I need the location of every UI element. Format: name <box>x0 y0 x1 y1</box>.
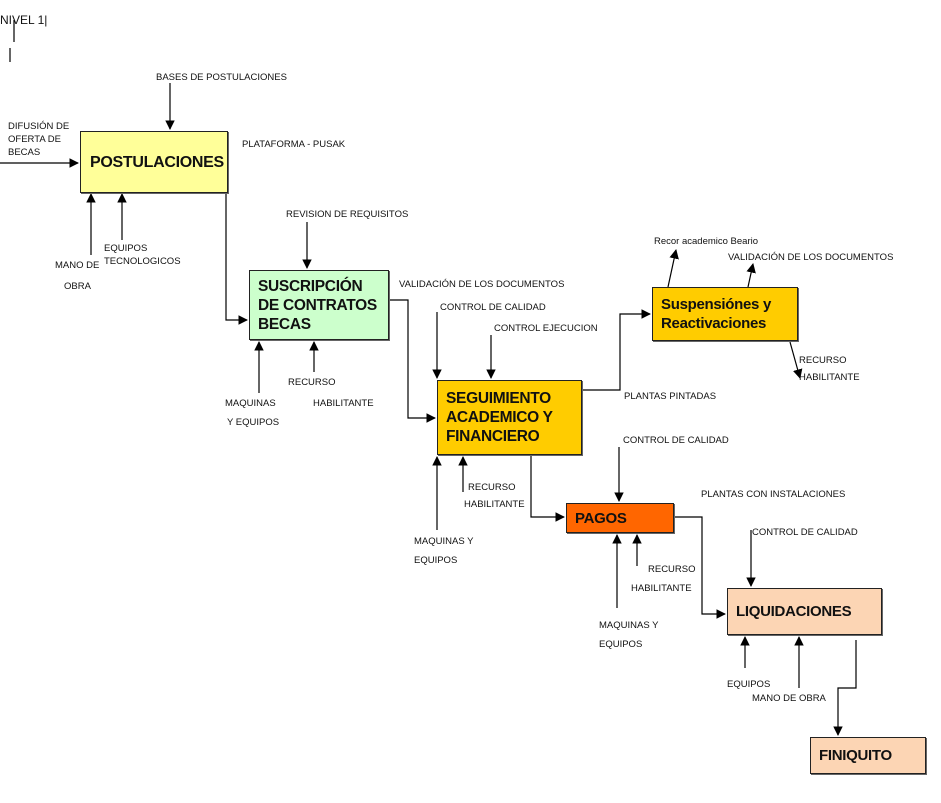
label-recurso-susp-2: HABILITANTE <box>799 372 860 383</box>
box-pagos: PAGOS <box>566 503 674 533</box>
box-seguimiento-line1: SEGUIMIENTO <box>446 390 551 407</box>
box-suspensiones: Suspensiónes y Reactivaciones <box>652 287 798 341</box>
label-plataforma: PLATAFORMA - PUSAK <box>242 139 346 150</box>
label-recurso1-1: RECURSO <box>288 377 336 388</box>
box-liquidaciones-label: LIQUIDACIONES <box>736 603 852 620</box>
label-equipos-tec-1: EQUIPOS <box>104 243 148 254</box>
label-control-calidad-3: CONTROL DE CALIDAD <box>752 527 858 538</box>
connectors <box>0 20 857 736</box>
connector-flow-seg-susp <box>582 309 651 391</box>
connector-arrow-recurso-susp <box>789 341 803 379</box>
label-recurso1-2: HABILITANTE <box>313 398 374 409</box>
connector-flow-susc-seg <box>389 299 436 423</box>
label-recurso3-2: HABILITANTE <box>631 583 692 594</box>
box-suspensiones-line1: Suspensiónes y <box>661 296 772 313</box>
label-maquinas1-1: MAQUINAS <box>225 398 276 409</box>
label-difusion-1: DIFUSIÓN DE <box>8 121 70 132</box>
label-control-calidad-1: CONTROL DE CALIDAD <box>440 302 546 313</box>
box-seguimiento-line2: ACADEMICO Y <box>446 409 553 426</box>
label-recurso2-2: HABILITANTE <box>464 499 525 510</box>
label-equipos-liq: EQUIPOS <box>727 679 771 690</box>
box-suscripcion-line2: DE CONTRATOS <box>258 296 377 314</box>
connector-flow-pagos-liq <box>674 516 726 619</box>
label-recor-academico: Recor academico Beario <box>654 236 759 247</box>
box-pagos-label: PAGOS <box>575 509 627 527</box>
box-finiquito: FINIQUITO <box>810 737 926 774</box>
label-maquinas2-2: EQUIPOS <box>414 555 458 566</box>
box-liquidaciones: LIQUIDACIONES <box>727 588 882 635</box>
connector-arrow-recor <box>667 249 679 288</box>
box-finiquito-label: FINIQUITO <box>819 747 892 764</box>
label-recurso3-1: RECURSO <box>648 564 696 575</box>
label-mano-obra-liq: MANO DE OBRA <box>752 693 826 704</box>
label-recurso2-1: RECURSO <box>468 482 516 493</box>
label-control-calidad-2: CONTROL DE CALIDAD <box>623 435 729 446</box>
label-maquinas1-2: Y EQUIPOS <box>227 417 280 428</box>
label-plantas-instalaciones: PLANTAS CON INSTALACIONES <box>701 489 846 500</box>
connector-flow-liq-fin <box>833 640 857 736</box>
label-maquinas3-1: MAQUINAS Y <box>599 620 659 631</box>
box-seguimiento: SEGUIMIENTO ACADEMICO Y FINANCIERO <box>437 380 582 455</box>
box-postulaciones-label: POSTULACIONES <box>90 153 224 171</box>
label-control-ejecucion: CONTROL EJECUCION <box>494 323 598 334</box>
box-suscripcion-line1: SUSCRIPCIÓN <box>258 277 363 295</box>
label-mano-de: MANO DE <box>55 260 100 271</box>
label-difusion-2: OFERTA DE <box>8 134 61 145</box>
box-postulaciones: POSTULACIONES <box>80 131 228 193</box>
box-suscripcion: SUSCRIPCIÓN DE CONTRATOS BECAS <box>249 270 389 340</box>
label-validacion-2: VALIDACIÓN DE LOS DOCUMENTOS <box>728 252 894 263</box>
label-maquinas3-2: EQUIPOS <box>599 639 643 650</box>
connector-flow-post-susc <box>225 193 248 325</box>
label-equipos-tec-2: TECNOLOGICOS <box>104 256 181 267</box>
label-recurso-susp-1: RECURSO <box>799 355 847 366</box>
box-suspensiones-line2: Reactivaciones <box>661 315 767 332</box>
label-revision: REVISION DE REQUISITOS <box>286 209 409 220</box>
label-validacion-1: VALIDACIÓN DE LOS DOCUMENTOS <box>399 279 565 290</box>
label-maquinas2-1: MAQUINAS Y <box>414 536 474 547</box>
label-bases-postulaciones: BASES DE POSTULACIONES <box>156 72 287 83</box>
label-plantas-pintadas: PLANTAS PINTADAS <box>624 391 717 402</box>
connector-flow-seg-pagos <box>530 455 565 522</box>
label-obra: OBRA <box>64 281 91 292</box>
diagram-title: NIVEL 1| <box>0 13 48 27</box>
label-difusion-3: BECAS <box>8 147 41 158</box>
connector-arrow-validacion2 <box>746 263 756 288</box>
box-suscripcion-line3: BECAS <box>258 315 311 333</box>
box-seguimiento-line3: FINANCIERO <box>446 428 540 445</box>
